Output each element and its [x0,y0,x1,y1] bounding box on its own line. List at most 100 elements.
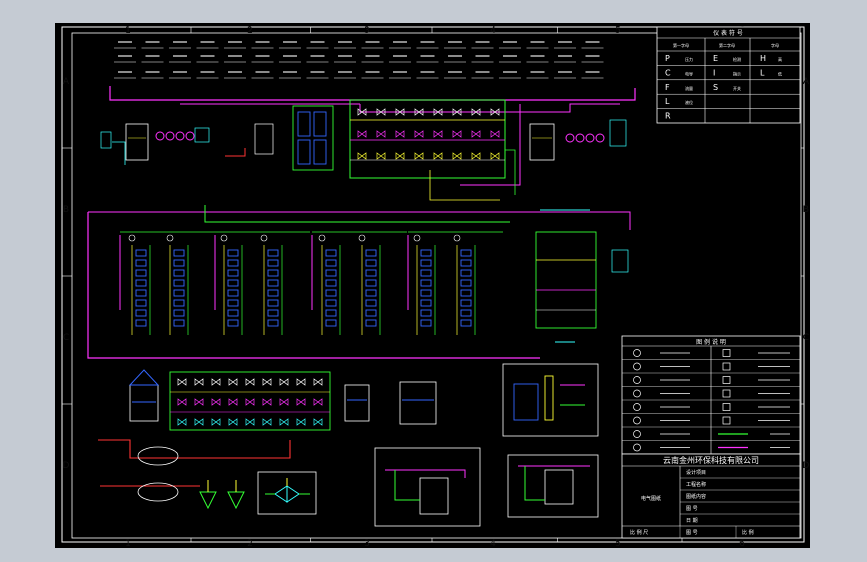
lower-tank-1-cap [128,369,160,386]
signal-cell: E [713,54,718,63]
manifold-valves [357,108,500,160]
subsystem-box-2 [374,447,481,527]
title-block-label: 设计项目 [686,469,706,476]
filter-element [365,279,377,287]
vessel-group-middle [254,105,334,171]
signal-cell: R [665,112,671,121]
zone-col-top-1: 1 [125,26,131,36]
valve-symbol [211,398,221,406]
valve-manifold-center [349,99,506,179]
lower-process-section [98,363,599,527]
gauge-symbol [128,234,136,242]
gauge-symbol [166,234,174,242]
filter-element [420,279,432,287]
title-block-footer-label: 比 例 [742,529,754,536]
company-name: 云南金州环保科技有限公司 [663,455,759,465]
zone-col-top-3: 3 [364,26,370,36]
filter-element [420,319,432,327]
legend-symbol [722,389,731,398]
valve-symbol [471,152,481,160]
outer-frame [61,26,805,543]
filter-element [420,269,432,277]
gauge-symbol [220,234,228,242]
cyan-line-left [112,141,126,165]
signal-cell: 液位 [685,99,693,105]
filter-element [227,289,239,297]
gauge-symbol [318,234,326,242]
valve-symbol [194,398,204,406]
valve-symbol [357,130,367,138]
valve-symbol [414,108,424,116]
gauge-symbol [358,234,366,242]
valve-symbol [296,418,306,426]
filter-element [227,279,239,287]
filter-element [460,269,472,277]
legend-symbol [722,362,731,371]
magenta-middle-top [88,211,631,230]
valve-symbol [433,152,443,160]
legend-rows [622,349,800,452]
legend-symbol [633,362,641,371]
horizontal-vessel-1 [137,446,179,466]
legend-table: 图 例 说 明 [621,335,801,455]
filter-element [420,249,432,257]
filter-element [460,279,472,287]
filter-element [267,319,279,327]
filter-element [173,259,185,267]
valve-symbol [376,130,386,138]
valve-symbol [357,152,367,160]
zone-row-left-B: B [63,205,69,215]
valve-symbol [433,108,443,116]
title-block-label: 日 期 [686,518,698,524]
signal-cell: L [760,68,765,77]
signal-table-header-2: 第二字母 [719,42,735,48]
signal-table-header-1: 第一字母 [673,42,689,48]
gauge-symbol [413,234,421,242]
valve-symbol [313,398,323,406]
filter-element [365,289,377,297]
signal-cell: H [760,54,766,63]
valve-symbol [433,130,443,138]
zone-col-bottom-4: 4 [490,539,496,549]
filter-element [135,249,147,257]
zone-col-top-2: 2 [247,26,253,36]
filter-element [173,309,185,317]
valve-symbol [194,418,204,426]
legend-symbol [633,349,641,357]
filter-element [267,259,279,267]
legend-symbol [633,416,641,425]
filter-element [460,249,472,257]
valve-symbol [177,398,187,406]
valve-symbol [376,108,386,116]
lower-tank-3 [399,381,437,425]
valve-symbol [296,378,306,386]
valve-symbol [177,378,187,386]
filter-element [267,269,279,277]
signal-cell: 电导 [685,70,693,76]
filter-element [460,289,472,297]
valve-symbol [245,418,255,426]
filter-stack-banks [119,231,503,335]
middle-process-section [87,205,631,359]
valve-symbol [211,378,221,386]
valve-symbol [228,378,238,386]
legend-symbol [633,376,641,384]
filter-element [420,309,432,317]
filter-element [325,249,337,257]
horizontal-vessel-2 [137,482,179,502]
filter-element [267,249,279,257]
valve-symbol [177,418,187,426]
filter-element [420,299,432,307]
green-middle-top [204,205,510,223]
valve-symbol [452,130,462,138]
filter-element [135,299,147,307]
valve-symbol [262,398,272,406]
filter-element [325,309,337,317]
filter-element [227,309,239,317]
legend-symbol [722,403,731,411]
signal-cell: F [665,83,670,92]
title-block-label: 工程名称 [686,481,706,488]
valve-symbol [262,378,272,386]
